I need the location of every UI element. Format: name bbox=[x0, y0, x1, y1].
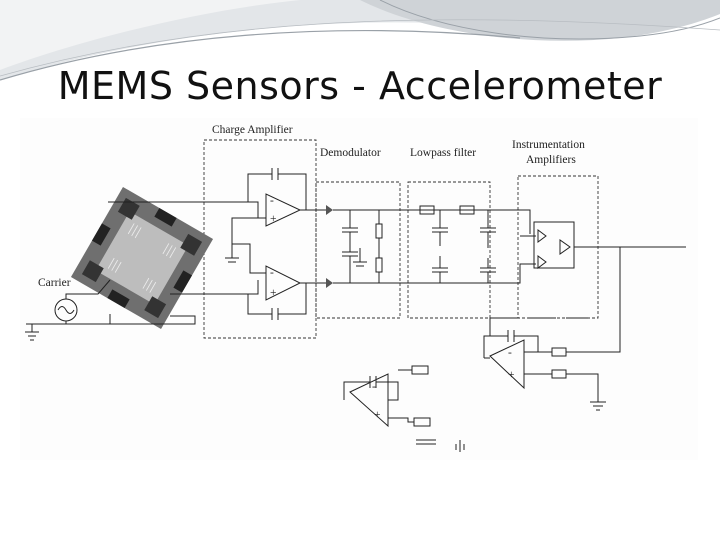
svg-text:+: + bbox=[270, 213, 277, 225]
svg-text:+: + bbox=[374, 409, 381, 421]
instrumentation-label-line1: Instrumentation bbox=[512, 139, 585, 151]
lowpass-filter-box bbox=[407, 181, 491, 319]
svg-text:+: + bbox=[508, 369, 515, 381]
instrumentation-label-line2: Amplifiers bbox=[526, 154, 576, 166]
charge-amplifier-label: Charge Amplifier bbox=[212, 124, 293, 136]
demodulator-box bbox=[315, 181, 401, 319]
charge-amp-opamp-bottom: - + bbox=[265, 265, 302, 301]
charge-amp-opamp-top: - + bbox=[265, 193, 302, 227]
svg-text:-: - bbox=[508, 347, 512, 359]
demodulator-resistor-2 bbox=[375, 257, 383, 273]
demodulator-resistor-1 bbox=[375, 223, 383, 239]
accelerometer-circuit-diagram: Charge Amplifier Demodulator Lowpass fil… bbox=[20, 118, 698, 460]
carrier-label: Carrier bbox=[38, 277, 71, 289]
svg-text:-: - bbox=[270, 267, 274, 279]
svg-text:+: + bbox=[270, 287, 277, 299]
output-opamp-right: - + bbox=[489, 339, 525, 390]
svg-text:-: - bbox=[372, 381, 376, 393]
demodulator-label: Demodulator bbox=[320, 147, 381, 159]
instrumentation-amplifier bbox=[533, 221, 575, 269]
header-swoosh-decoration bbox=[0, 0, 720, 81]
lowpass-filter-label: Lowpass filter bbox=[410, 147, 476, 159]
mems-sensor-element bbox=[70, 186, 214, 330]
slide-title: MEMS Sensors - Accelerometer bbox=[57, 64, 663, 108]
charge-amplifier-box bbox=[203, 139, 317, 339]
svg-text:-: - bbox=[270, 195, 274, 207]
